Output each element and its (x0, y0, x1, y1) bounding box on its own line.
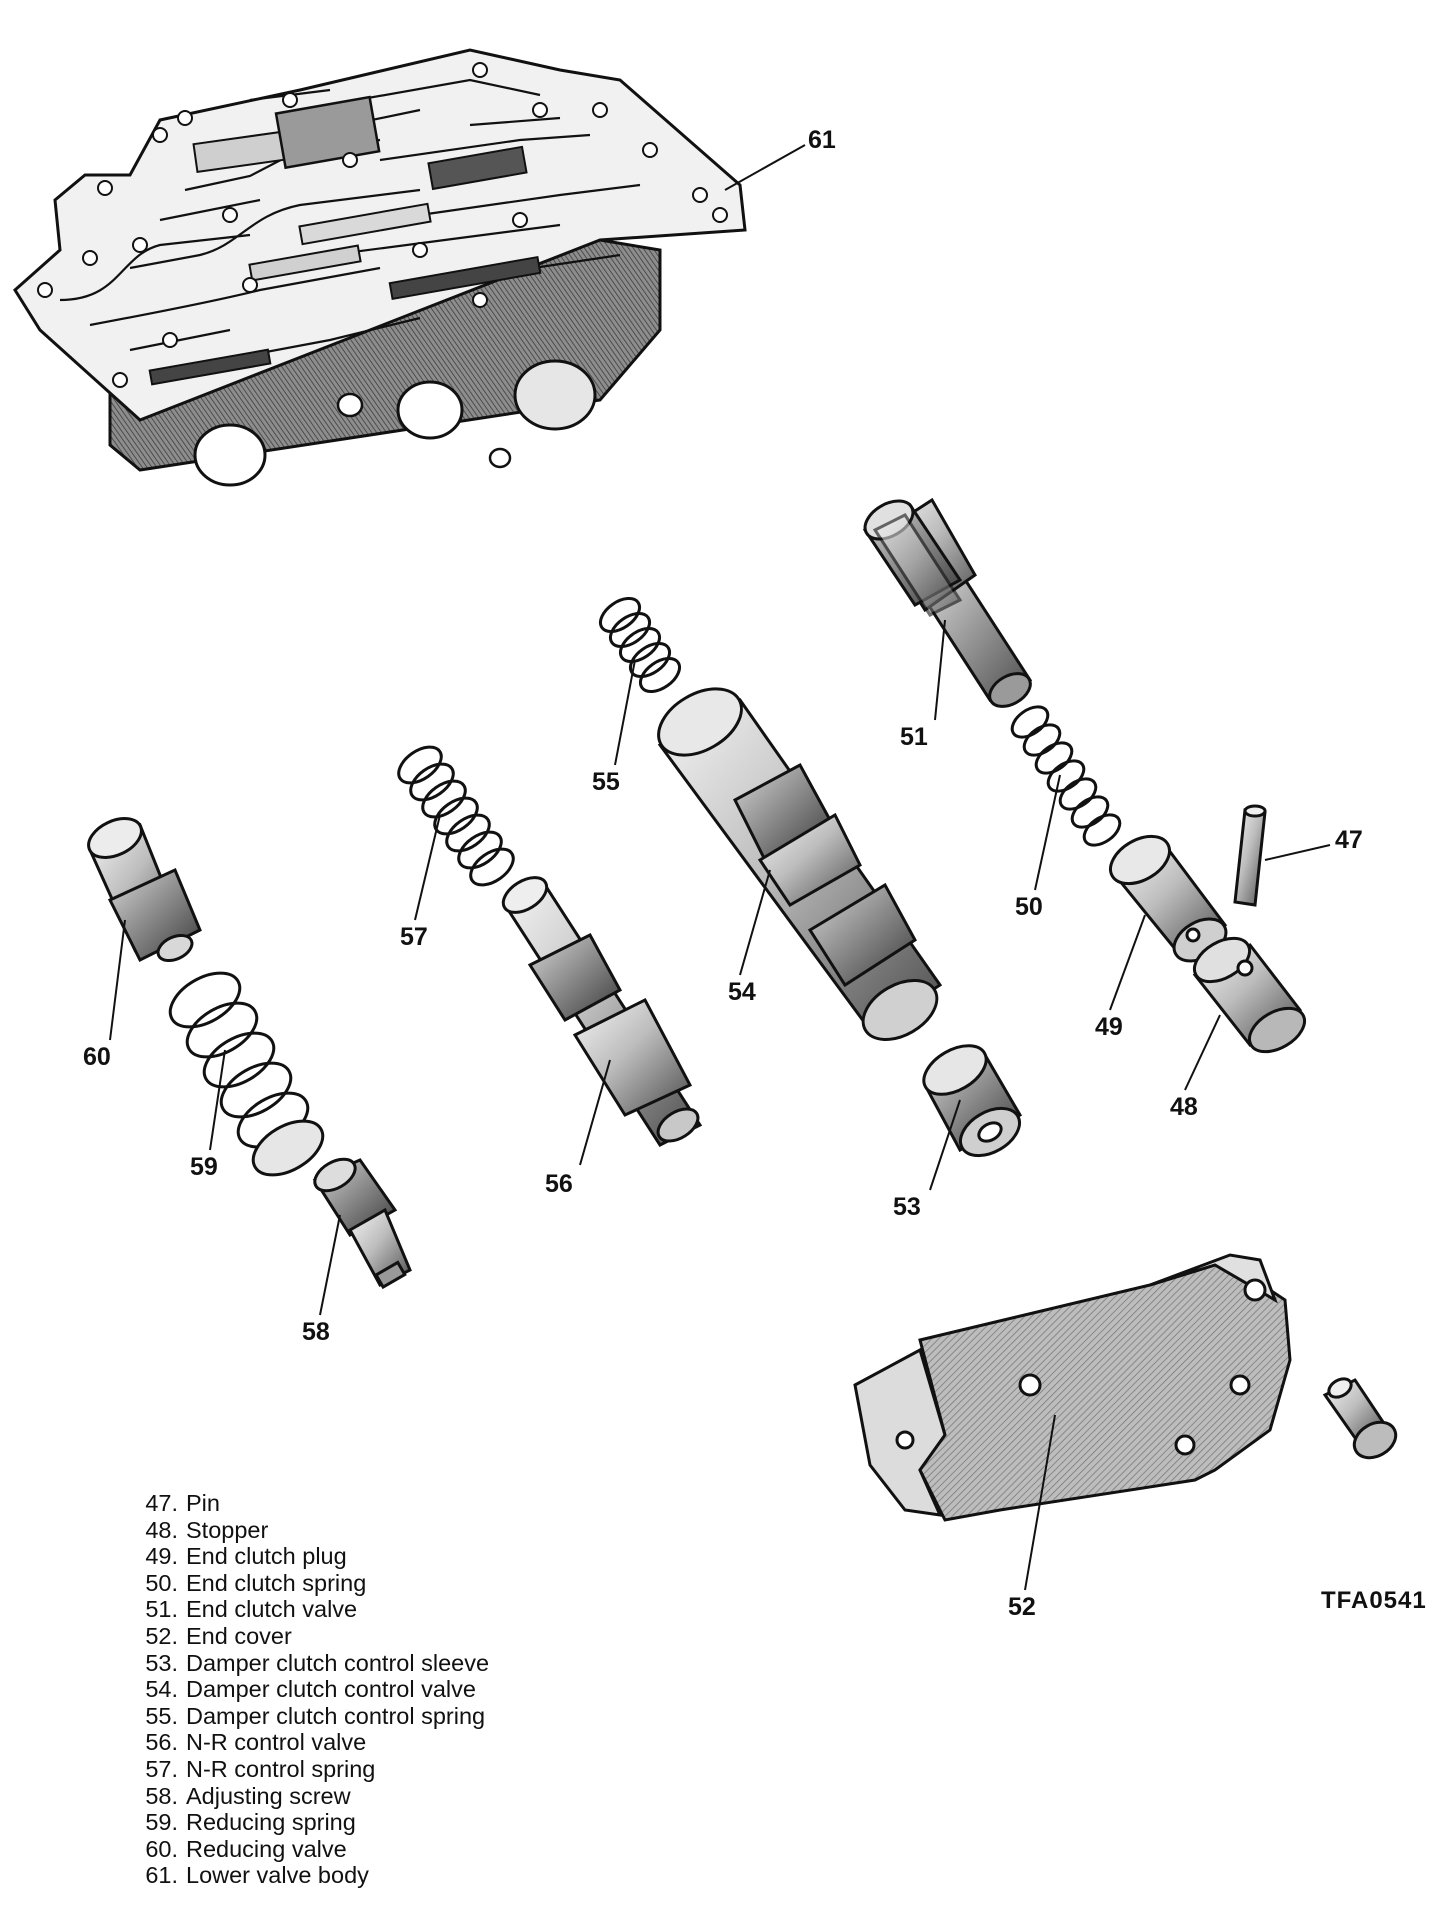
legend-number: 48. (145, 1516, 178, 1543)
pin (1233, 804, 1267, 907)
legend-label: End clutch spring (186, 1569, 367, 1596)
legend-label: Reducing valve (186, 1835, 347, 1862)
callout-61: 61 (808, 126, 836, 154)
callout-53: 53 (893, 1193, 921, 1221)
legend-label: Damper clutch control valve (186, 1676, 476, 1703)
legend-item: 59. Reducing spring (140, 1809, 489, 1836)
legend-item: 47. Pin (140, 1490, 489, 1517)
legend-number: 59. (145, 1809, 178, 1836)
legend-number: 53. (145, 1649, 178, 1676)
end-cover-bolt (1322, 1377, 1398, 1460)
legend-number: 57. (145, 1755, 178, 1782)
leader-51 (934, 619, 946, 721)
legend-label: End clutch plug (186, 1543, 347, 1570)
legend-number: 54. (145, 1676, 178, 1703)
damper-clutch-control-spring (598, 596, 682, 694)
legend-item: 56. N-R control valve (140, 1729, 489, 1756)
legend-number: 52. (145, 1622, 178, 1649)
callout-54: 54 (728, 978, 756, 1006)
lower-valve-body (13, 48, 747, 487)
leader-48 (1184, 1014, 1221, 1091)
legend-number: 55. (145, 1702, 178, 1729)
leader-55 (614, 659, 636, 766)
legend-number: 47. (145, 1490, 178, 1516)
nr-control-spring (397, 745, 515, 887)
adjusting-screw (312, 1157, 412, 1290)
leader-54 (739, 869, 771, 976)
callout-59: 59 (190, 1153, 218, 1181)
callout-50: 50 (1015, 893, 1043, 921)
legend-label: N-R control valve (186, 1729, 367, 1756)
leader-57 (414, 814, 441, 921)
leader-47 (1264, 844, 1331, 861)
callout-56: 56 (545, 1170, 573, 1198)
legend-label: End clutch valve (186, 1596, 358, 1623)
leader-61 (724, 144, 806, 191)
reducing-valve (87, 817, 202, 963)
legend-item: 48. Stopper (140, 1517, 489, 1544)
nr-control-valve (501, 876, 703, 1147)
figure-code: TFA0541 (1321, 1587, 1427, 1614)
leader-lines (109, 144, 1331, 1591)
legend-number: 50. (145, 1569, 178, 1596)
damper-clutch-control-valve (657, 687, 943, 1041)
legend-label: Damper clutch control sleeve (186, 1649, 490, 1676)
legend-label: End cover (186, 1622, 292, 1649)
damper-clutch-control-sleeve (922, 1044, 1023, 1158)
leader-50 (1034, 774, 1061, 891)
legend-label: Reducing spring (186, 1809, 356, 1836)
legend-item: 60. Reducing valve (140, 1836, 489, 1863)
legend-item: 54. Damper clutch control valve (140, 1676, 489, 1703)
legend-item: 58. Adjusting screw (140, 1783, 489, 1810)
legend-item: 51. End clutch valve (140, 1596, 489, 1623)
legend-item: 61. Lower valve body (140, 1862, 489, 1889)
callout-51: 51 (900, 723, 928, 751)
stopper (1192, 936, 1306, 1054)
legend-number: 58. (145, 1782, 178, 1809)
end-clutch-spring (1010, 705, 1122, 847)
legend-item: 50. End clutch spring (140, 1570, 489, 1597)
legend-number: 56. (145, 1729, 178, 1756)
leader-56 (579, 1059, 611, 1166)
end-cover (853, 1253, 1292, 1522)
legend-label: N-R control spring (186, 1755, 376, 1782)
leader-60 (109, 919, 126, 1041)
legend-label: Damper clutch control spring (186, 1702, 486, 1729)
legend-label: Lower valve body (186, 1862, 369, 1889)
callout-52: 52 (1008, 1593, 1036, 1621)
legend-item: 52. End cover (140, 1623, 489, 1650)
callout-58: 58 (302, 1318, 330, 1346)
leader-52 (1024, 1414, 1056, 1591)
callout-57: 57 (400, 923, 428, 951)
leader-58 (319, 1214, 341, 1316)
legend-item: 49. End clutch plug (140, 1543, 489, 1570)
callout-60: 60 (83, 1043, 111, 1071)
legend-number: 61. (145, 1862, 178, 1889)
leader-59 (209, 1049, 226, 1151)
legend-number: 60. (145, 1835, 178, 1862)
reducing-spring (168, 971, 325, 1177)
legend-number: 51. (145, 1596, 178, 1623)
callout-48: 48 (1170, 1093, 1198, 1121)
legend-label: Pin (186, 1490, 220, 1516)
callout-55: 55 (592, 768, 620, 796)
legend-item: 55. Damper clutch control spring (140, 1703, 489, 1730)
callout-47: 47 (1335, 826, 1363, 854)
callout-49: 49 (1095, 1013, 1123, 1041)
legend-item: 57. N-R control spring (140, 1756, 489, 1783)
legend-item: 53. Damper clutch control sleeve (140, 1650, 489, 1677)
legend-label: Stopper (186, 1516, 269, 1543)
end-clutch-valve (862, 497, 1033, 708)
parts-legend: 47. Pin 48. Stopper 49. End clutch plug 50.… (140, 1490, 489, 1889)
leader-53 (929, 1099, 961, 1191)
leader-49 (1109, 914, 1146, 1011)
legend-label: Adjusting screw (186, 1782, 351, 1809)
legend-number: 49. (145, 1543, 178, 1570)
